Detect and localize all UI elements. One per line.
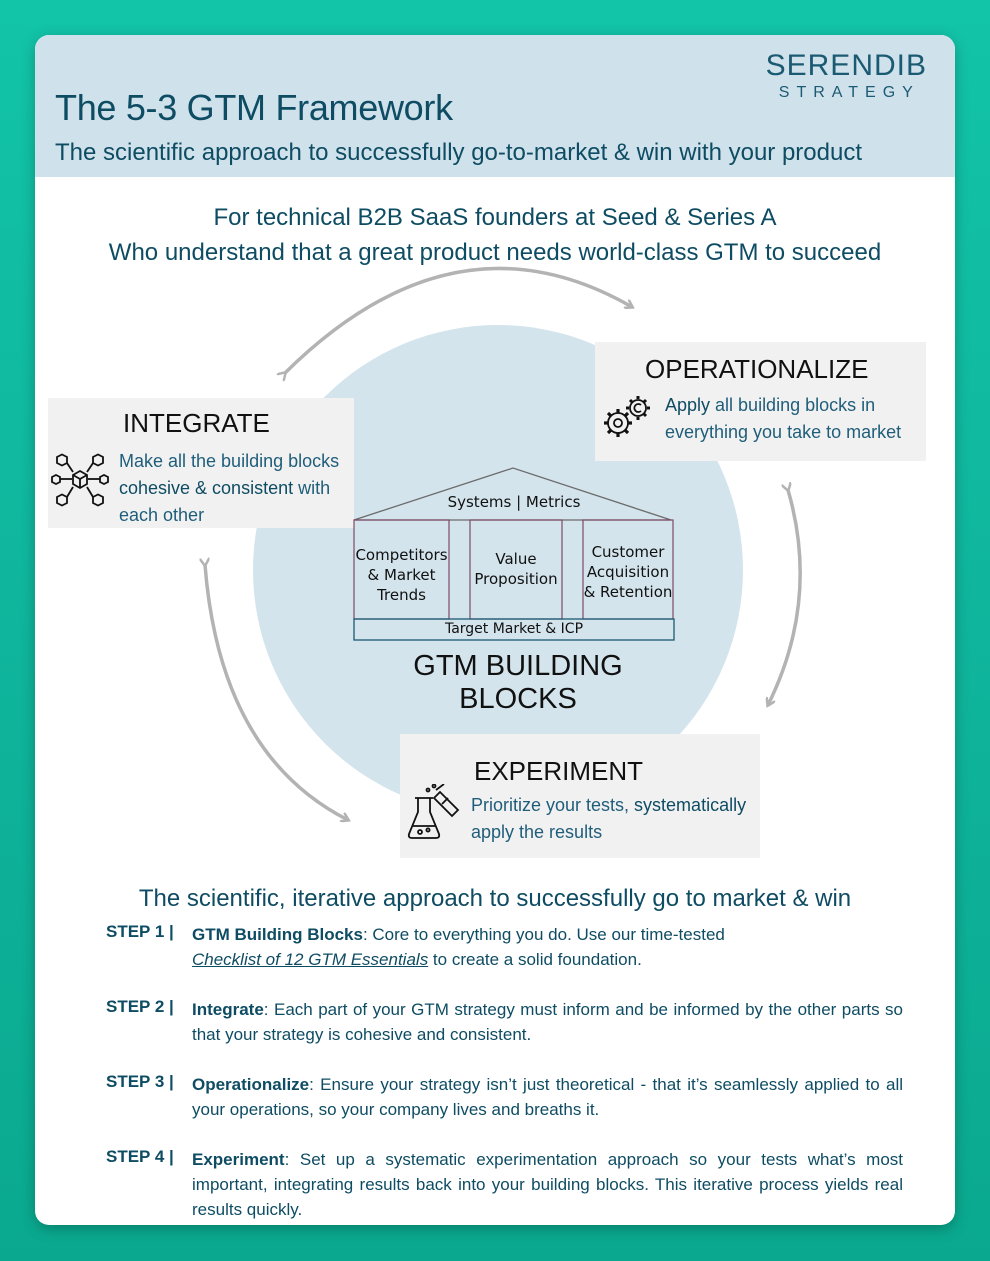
pillar-label-customer: Customer Acquisition & Retention	[583, 542, 673, 602]
operationalize-text-line: everything you take to market	[665, 422, 902, 442]
pillar-label-competitors: Competitors & Market Trends	[354, 545, 449, 605]
integrate-card: INTEGRATE Make all the building blocks	[48, 398, 354, 528]
network-cubes-icon	[51, 453, 109, 516]
step-text: : Core to everything you do. Use our tim…	[362, 925, 725, 944]
experiment-title: EXPERIMENT	[474, 756, 644, 786]
brand-logo: SERENDIB STRATEGY	[766, 49, 927, 102]
step-text: : Ensure your strategy isn’t just theore…	[192, 1075, 903, 1119]
base-label: Target Market & ICP	[444, 621, 584, 637]
integrate-description: Make all the building blocks cohesive & …	[119, 448, 347, 529]
experiment-text-line: apply the results	[471, 822, 603, 842]
experiment-description: Prioritize your tests, systematically ap…	[471, 792, 756, 846]
pillar-text: Trends	[377, 586, 426, 604]
house-base	[353, 618, 675, 641]
integrate-text-line: each other	[119, 505, 205, 525]
checklist-link[interactable]: Checklist of 12 GTM Essentials	[192, 950, 429, 969]
operationalize-text-rest: all building blocks in	[710, 395, 876, 415]
operationalize-text-line: Apply all building blocks in	[665, 392, 921, 419]
step-description: Integrate: Each part of your GTM strateg…	[192, 997, 903, 1047]
audience-line: For technical B2B SaaS founders at Seed …	[213, 204, 777, 231]
step-text: : Set up a systematic experimentation ap…	[192, 1150, 903, 1219]
operationalize-card: OPERATIONALIZE	[595, 342, 926, 461]
building-blocks-title: GTM BUILDING BLOCKS	[413, 650, 623, 715]
integrate-text-line: Make all the building blocks	[119, 451, 340, 471]
arrow-integrate-operationalize	[285, 266, 632, 373]
pillar-text: Customer	[591, 543, 665, 561]
operationalize-description: Apply all building blocks in everything …	[665, 392, 921, 446]
pillar-text: Competitors	[355, 546, 448, 564]
arrow-experiment-integrate	[205, 565, 348, 820]
gears-icon	[600, 393, 656, 448]
step-label: STEP 1 |	[106, 922, 174, 941]
operationalize-title: OPERATIONALIZE	[645, 354, 869, 384]
step-keyword: GTM Building Blocks	[192, 925, 363, 944]
page-title: The 5-3 GTM Framework	[55, 87, 453, 128]
lab-flask-icon	[406, 783, 466, 849]
brand-name: SERENDIB	[765, 49, 927, 82]
step-keyword: Operationalize	[192, 1075, 310, 1094]
step-description: GTM Building Blocks: Core to everything …	[192, 922, 903, 972]
pillar-text: Proposition	[474, 570, 558, 588]
page-subtitle: The scientific approach to successfully …	[55, 139, 863, 166]
pillar-label-value-proposition: Value Proposition	[470, 549, 562, 589]
integrate-text-line: cohesive & consistent with	[119, 475, 347, 502]
framework-card: The 5-3 GTM Framework The scientific app…	[35, 35, 955, 1225]
step-label: STEP 2 |	[106, 997, 174, 1016]
integrate-highlight: cohesive & consistent	[119, 478, 294, 498]
pillar-text: & Retention	[583, 583, 673, 601]
pillar-text: & Market	[367, 566, 436, 584]
roof-label: Systems | Metrics	[447, 493, 581, 511]
operationalize-highlight: Apply	[665, 395, 711, 415]
header-band: The 5-3 GTM Framework The scientific app…	[35, 35, 955, 177]
cycle-arrows	[35, 266, 802, 1225]
step-text: to create a solid foundation.	[428, 950, 642, 969]
experiment-card: EXPERIMENT Prioritize your tests, system…	[400, 734, 760, 858]
step-keyword: Integrate	[192, 1000, 264, 1019]
building-blocks-house: Systems | Metrics Competitors & Market T…	[353, 467, 675, 642]
pillar-text: Value	[495, 550, 537, 568]
audience-line: Who understand that a great product need…	[108, 239, 882, 266]
step-label: STEP 4 |	[106, 1147, 174, 1166]
experiment-text-start: Prioritize your tests,	[471, 795, 635, 815]
integrate-text-rest: with	[293, 478, 331, 498]
experiment-highlight: systematically	[634, 795, 747, 815]
integrate-title: INTEGRATE	[123, 408, 270, 438]
brand-tagline: STRATEGY	[778, 84, 920, 101]
experiment-text-line: Prioritize your tests, systematically	[471, 792, 756, 819]
arrow-operationalize-experiment	[768, 490, 802, 705]
steps-heading: The scientific, iterative approach to su…	[138, 885, 852, 912]
step-keyword: Experiment	[192, 1150, 285, 1169]
step-label: STEP 3 |	[106, 1072, 174, 1091]
pillar-text: Acquisition	[586, 563, 670, 581]
step-text: : Each part of your GTM strategy must in…	[192, 1000, 903, 1044]
step-description: Experiment: Set up a systematic experime…	[192, 1147, 903, 1222]
step-description: Operationalize: Ensure your strategy isn…	[192, 1072, 903, 1122]
